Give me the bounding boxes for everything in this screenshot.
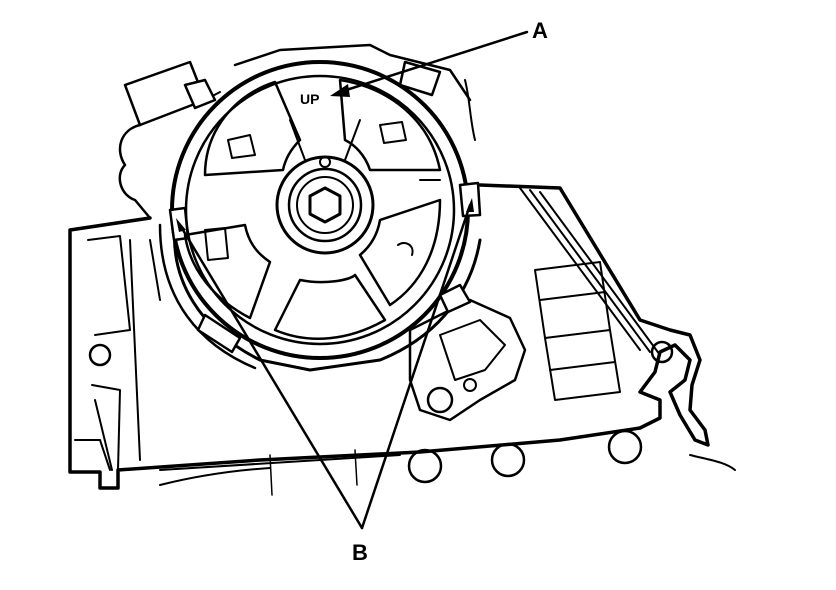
callout-b: B — [176, 198, 474, 565]
sensor-housing — [118, 43, 476, 220]
callout-a-label: A — [532, 18, 548, 43]
timing-belt-ring — [158, 60, 482, 372]
arrow-head-icon — [466, 198, 474, 212]
camshaft-pulley — [183, 78, 442, 340]
callout-a: A — [330, 18, 548, 97]
cylinder-head — [68, 183, 736, 496]
arrow-head-icon — [176, 218, 186, 232]
arrow-head-icon — [330, 84, 350, 97]
callout-b-label: B — [352, 540, 368, 565]
up-mark-label: UP — [300, 91, 319, 107]
